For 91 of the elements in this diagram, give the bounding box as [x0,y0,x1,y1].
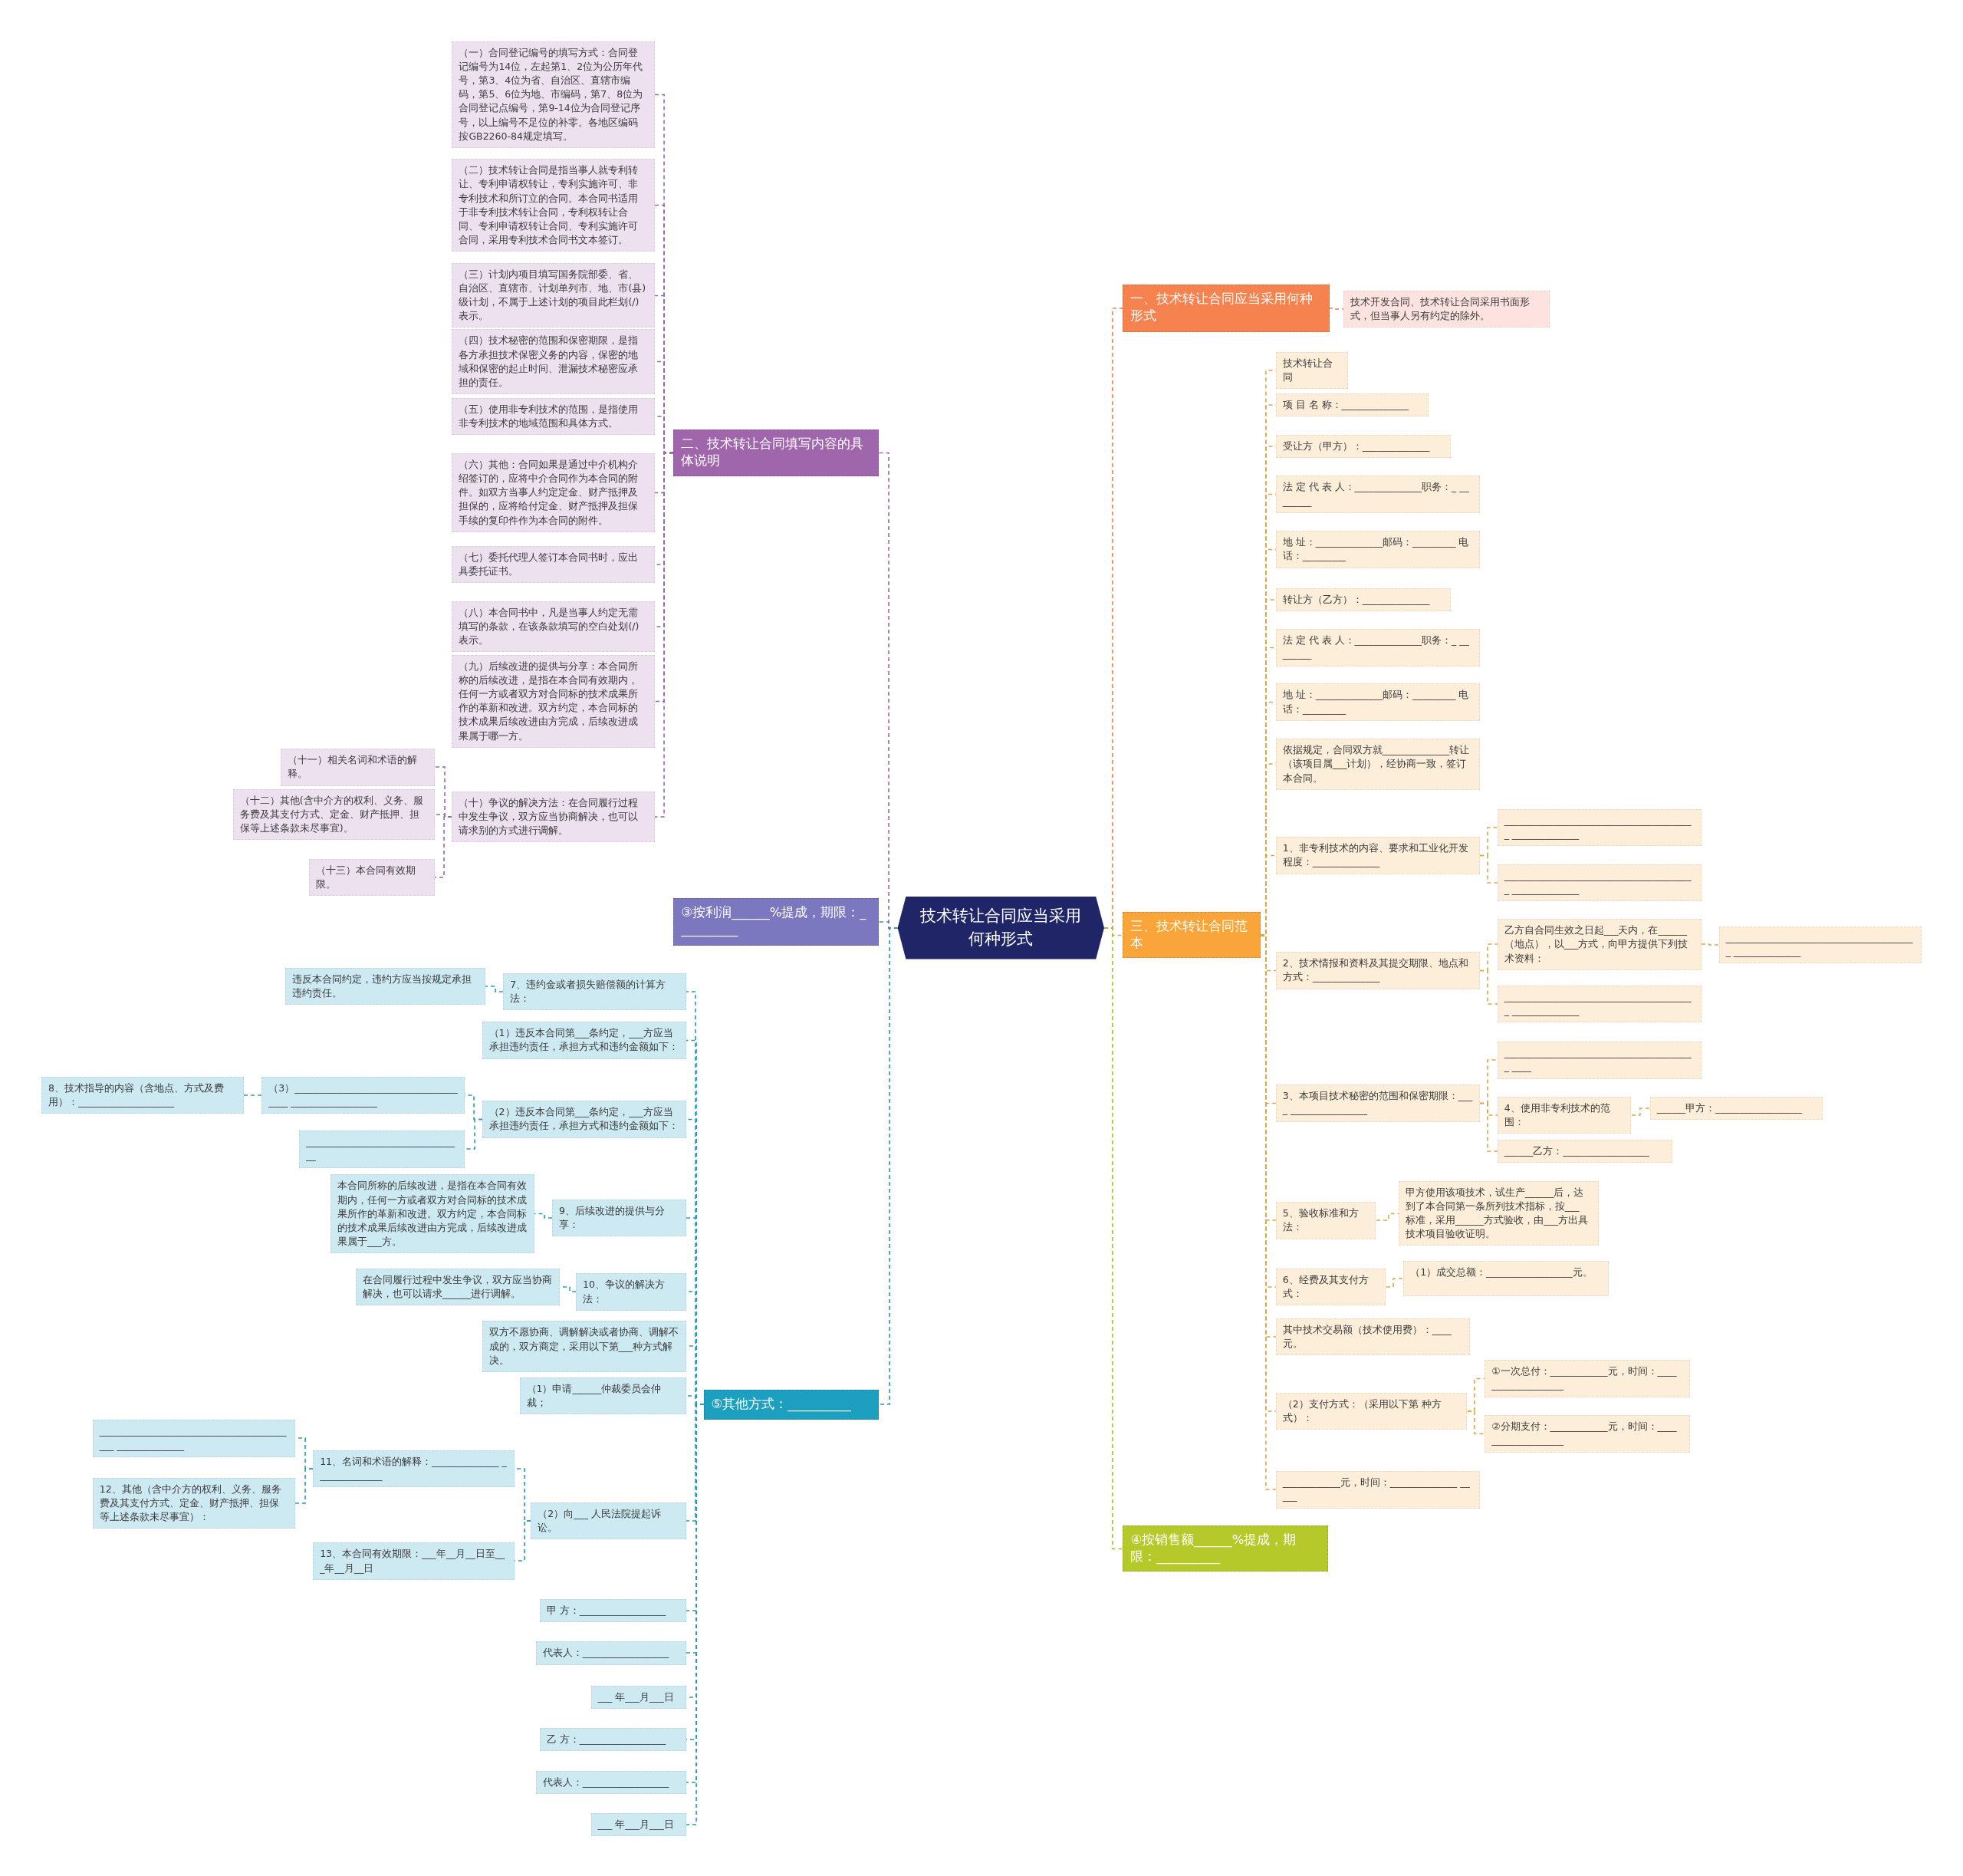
subtopic-box: 违反本合同约定，违约方应当按规定承担违约责任。 [285,968,486,1005]
subtopic-box: 地 址：______________邮码：_________ 电话：_________ [1275,531,1480,569]
branch-topic: ③按利润______%提成，期限：__________ [673,897,880,946]
subtopic-box: 4、使用非专利技术的范围： [1497,1097,1632,1134]
subtopic-box: 双方不愿协商、调解解决或者协商、调解不成的，双方商定，采用以下第___种方式解决。 [482,1321,686,1372]
branch-topic: ④按销售额______%提成，期限：__________ [1123,1525,1329,1572]
subtopic-box: ____________元，时间：______________ _____ [1275,1471,1480,1509]
subtopic-box: 3、本项目技术秘密的范围和保密期限：____ ________________ [1275,1084,1480,1122]
connector [1479,969,1498,1005]
subtopic-box: （一）合同登记编号的填写方式：合同登记编号为14位，左起第1、2位为公历年代号，第3、4位为省、自治区、直辖市编码，第5、6位为地、市编码，第7、8位为合同登记点编号，第9-14位为合同登记序号，以上编号不足位的补零。各地区编码按GB2260-84规定填写。 [452,41,655,148]
subtopic-box: 法 定 代 表 人：______________职务：_ ________ [1275,628,1480,666]
subtopic-box: ______乙方：__________________ [1497,1139,1673,1163]
subtopic-box: （六）其他：合同如果是通过中介机构介绍签订的，应将中介合同作为本合同的附件。如双方当事人约定定金、财产抵押及担保的，应将给付定金、财产抵押及担保手续的复印件作为本合同的附件。 [452,453,655,532]
subtopic-box: 依据规定，合同双方就______________转让（该项目属___计划），经协商一致，签订本合同。 [1275,739,1480,790]
connector [485,986,504,992]
connector [294,1468,314,1504]
branch-topic: ⑤其他方式：__________ [703,1390,880,1420]
subtopic-box: 项 目 名 称：______________ [1275,393,1429,416]
subtopic-box: 甲方使用该项技术，试生产______后，达到了本合同第一条所列技术指标，按___ 标准，采用______方式验收，由___方出具技术项目验收证明。 [1398,1180,1599,1246]
subtopic-box: 代表人：__________________ [535,1641,686,1665]
subtopic-box: （四）技术秘密的范围和保密期限，是指各方承担技术保密义务的内容，保密的地域和保密的起止时间、泄漏技术秘密应承担的责任。 [452,329,655,394]
subtopic-box: ________________________________________ ______________ [1718,926,1922,964]
subtopic-box: ______甲方：__________________ [1649,1097,1823,1121]
subtopic-box: ________________________________________ ____ [1497,1042,1702,1079]
connector [1328,308,1344,310]
subtopic-box: 转让方（乙方）：______________ [1275,588,1452,612]
connector [433,816,452,878]
connector [534,1213,553,1219]
subtopic-box: （十二）其他(含中介方的权利、义务、服务费及其支付方式、定金、财产抵押、担保等上述条款未尽事宜)。 [232,788,435,840]
subtopic-box: ___ 年___月___日 [590,1685,686,1709]
subtopic-box: （2）违反本合同第___条约定，___方应当承担违约责任，承担方式和违约金额如下： [482,1101,686,1139]
subtopic-box: （1）申请______仲裁委员会仲裁； [519,1377,686,1415]
subtopic-box: 13、本合同有效期限：___年__月__日至___年__月__日 [313,1542,515,1580]
subtopic-box: （1）违反本合同第___条约定，___方应当承担违约责任，承担方式和违约金额如下： [482,1022,686,1060]
subtopic-box: 9、后续改进的提供与分享： [552,1200,686,1237]
connector [879,927,899,1405]
connector [1467,1410,1485,1435]
subtopic-box: （十）争议的解决方法：在合同履行过程中发生争议，双方应当协商解决，也可以请求别的方式进行调解。 [452,791,655,843]
connector [243,1094,262,1096]
subtopic-box: （五）使用非专利技术的范围，是指使用非专利技术的地域范围和具体方式。 [452,398,655,436]
subtopic-box: （2）向___ 人民法院提起诉讼。 [531,1502,686,1540]
branch-topic: 一、技术转让合同应当采用何种形式 [1123,284,1330,332]
subtopic-box: ②分期支付：____________元，时间：____ _______________ [1485,1414,1691,1453]
subtopic-box: 乙 方：__________________ [539,1728,686,1752]
subtopic-box: 受让方（甲方）：______________ [1275,434,1452,458]
subtopic-box: ________________________________________ ______________ [1497,808,1702,846]
subtopic-box: 在合同履行过程中发生争议，双方应当协商解决，也可以请求______进行调解。 [355,1268,560,1306]
branch-topic: 二、技术转让合同填写内容的具体说明 [673,430,880,476]
connector [1479,1102,1498,1152]
subtopic-box: （十一）相关名词和术语的解释。 [280,749,435,786]
subtopic-box: ①一次总付：____________元，时间：____ _______________ [1485,1360,1691,1397]
subtopic-box: 代表人：__________________ [535,1770,686,1794]
connector [1479,854,1498,884]
subtopic-box: 11、名词和术语的解释：______________ ______________ [313,1450,515,1487]
central-topic: 技术转让合同应当采用何种形式 [897,896,1104,959]
subtopic-box: （三）计划内项目填写国务院部委、省、自治区、直辖市、计划单列市、地、市(县)级计划，不属于上述计划的项目此栏划(/)表示。 [452,262,655,328]
subtopic-box: 5、验收标准和方法： [1275,1202,1376,1239]
subtopic-box: （3）______________________________________ __________________ [261,1077,465,1114]
subtopic-box: 10、争议的解决方法： [576,1273,686,1311]
subtopic-box: 2、技术情报和资料及其提交期限、地点和方式：______________ [1275,951,1480,989]
connector [1103,927,1123,1550]
subtopic-box: 8、技术指导的内容（含地点、方式及费用）：____________________ [41,1077,245,1114]
subtopic-box: 技术转让合同 [1275,351,1349,389]
connector [1701,943,1720,946]
subtopic-box: ___ 年___月___日 [590,1813,686,1837]
subtopic-box: （二）技术转让合同是指当事人就专利转让、专利申请权转让，专利实施许可、非专利技术和所订立的合同。本合同书适用于非专利技术转让合同，专利权转让合同、专利申请权转让合同、专利实施许可合同，采用专利技术合同书文本签订。 [452,159,655,252]
connector [1386,1278,1404,1288]
subtopic-box: （1）成交总额：__________________元。 [1403,1261,1609,1296]
subtopic-box: 地 址：______________邮码：_________ 电话：_________ [1275,683,1480,722]
subtopic-box: （九）后续改进的提供与分享：本合同所称的后续改进，是指在本合同有效期内，任何一方或者双方对合同标的技术成果所作的革新和改进。双方约定，本合同标的技术成果后续改进由方完成，后续改进成果属于哪一方。 [452,654,655,748]
connector [1376,1213,1399,1221]
branch-topic: 三、技术转让合同范本 [1123,911,1261,959]
subtopic-box: （2）支付方式：（采用以下第 种方式）： [1275,1392,1468,1430]
subtopic-box: （八）本合同书中，凡是当事人约定无需填写的条款，在该条款填写的空白处划(/)表示。 [452,601,655,653]
subtopic-box: __________________________________________ ______________ [92,1420,296,1457]
subtopic-box: 12、其他（含中介方的权利、义务、服务费及其支付方式、定金、财产抵押、担保等上述条款未尽事宜）： [92,1477,296,1529]
subtopic-box: 本合同所称的后续改进，是指在本合同有效期内，任何一方或者双方对合同标的技术成果所作的革新和改进。双方约定，本合同标的技术成果后续改进由方完成，后续改进成果属于___方。 [330,1174,535,1254]
subtopic-box: 甲 方：__________________ [539,1598,686,1622]
subtopic-box: 技术开发合同、技术转让合同采用书面形式，但当事人另有约定的除外。 [1343,290,1550,327]
subtopic-box: 6、经费及其支付方式： [1275,1268,1386,1306]
subtopic-box: ________________________________________ ______________ [1497,864,1702,901]
subtopic-box: （十三）本合同有效期限。 [309,859,435,897]
subtopic-box: 1、非专利技术的内容、要求和工业化开发程度：______________ [1275,836,1480,874]
subtopic-box: 乙方自合同生效之日起___天内，在______（地点），以___方式，向甲方提供下列技术资料： [1497,919,1702,970]
connector [1631,1107,1651,1116]
subtopic-box: 7、违约金或者损失赔偿额的计算方法： [503,973,686,1010]
subtopic-box: ________________________________________ ______________ [1497,985,1702,1023]
subtopic-box: （七）委托代理人签订本合同书时，应出具委托证书。 [452,545,655,584]
subtopic-box: 其中技术交易额（技术使用费）：____ 元。 [1275,1318,1470,1356]
subtopic-box: 法 定 代 表 人：______________职务：_ ________ [1275,476,1480,514]
subtopic-box: _________________________________ [299,1131,465,1168]
